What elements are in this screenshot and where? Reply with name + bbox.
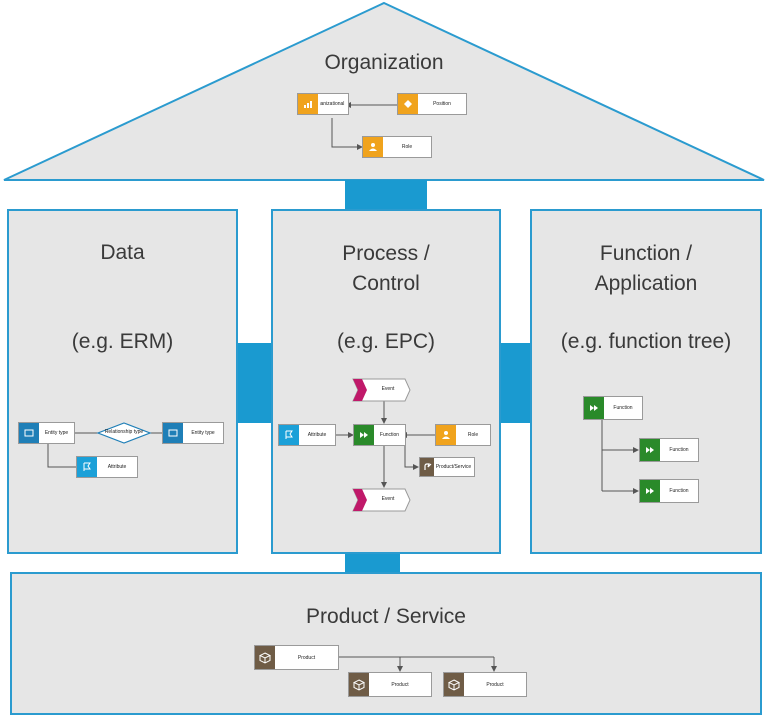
product-child-icon-2 <box>444 673 464 696</box>
data-attribute-label: Attribute <box>107 464 127 470</box>
function-child-icon-2 <box>640 480 660 502</box>
function-root-node[interactable]: Function <box>583 396 643 420</box>
entity-icon-2 <box>163 423 183 443</box>
process-role-node[interactable]: Role <box>435 424 491 446</box>
event-function-arrow <box>381 418 387 424</box>
process-subtitle: (e.g. EPC) <box>336 330 436 353</box>
connector-process-function <box>500 343 532 423</box>
function-event-arrow <box>381 482 387 488</box>
process-title-line2: Control <box>352 272 420 295</box>
process-product-node[interactable]: Product/Service <box>419 457 475 477</box>
product-child-label-1: Product <box>391 681 409 688</box>
function-child-label-1: Function <box>669 447 689 453</box>
connector-process-product <box>345 553 400 573</box>
product-arrow-1 <box>397 666 403 672</box>
product-child-node-2[interactable]: Product <box>443 672 527 697</box>
function-root-icon <box>584 397 604 419</box>
org-role-node[interactable]: Role <box>362 136 432 158</box>
org-arrowhead-role <box>357 144 363 150</box>
entity-icon-1 <box>19 423 39 443</box>
process-title-line1: Process / <box>342 242 430 265</box>
function-product-line <box>404 442 416 468</box>
process-function-icon <box>354 425 374 445</box>
function-root-label: Function <box>613 405 633 411</box>
event-icon-top <box>353 379 367 401</box>
org-unit-node[interactable]: Organizational unit <box>297 93 349 115</box>
position-node[interactable]: Position <box>397 93 467 115</box>
organization-title: Organization <box>324 51 444 74</box>
position-icon <box>398 94 418 114</box>
process-function-label: Function <box>379 432 400 438</box>
process-product-label: Product/Service <box>435 464 472 470</box>
product-root-label: Product <box>297 654 316 661</box>
product-title: Product / Service <box>306 605 466 628</box>
entity-type-node-2[interactable]: Entity type <box>162 422 224 444</box>
relationship-diamond <box>96 422 152 444</box>
entity-attribute-line <box>47 444 76 468</box>
connector-data-process <box>237 343 272 423</box>
process-attribute-node[interactable]: Attribute <box>278 424 336 446</box>
data-title: Data <box>100 241 145 264</box>
process-role-label: Role <box>467 432 479 438</box>
product-child-label-2: Product <box>486 681 504 688</box>
entity-label-2: Entity type <box>191 430 215 436</box>
data-attribute-node[interactable]: Attribute <box>76 456 138 478</box>
data-attribute-icon <box>77 457 97 477</box>
product-child-icon-1 <box>349 673 369 696</box>
connector-roof-process <box>345 180 427 210</box>
process-role-icon <box>436 425 456 445</box>
data-subtitle: (e.g. ERM) <box>71 330 174 353</box>
product-child-node-1[interactable]: Product <box>348 672 432 697</box>
org-unit-label: Organizational unit <box>320 101 346 107</box>
attribute-function-arrow <box>348 432 354 438</box>
product-root-icon <box>255 646 275 669</box>
position-label: Position <box>433 101 451 107</box>
process-attribute-icon <box>279 425 299 445</box>
tree-arrow-2 <box>633 488 639 494</box>
tree-arrow-1 <box>633 447 639 453</box>
process-attribute-label: Attribute <box>307 432 327 438</box>
function-child-node-2[interactable]: Function <box>639 479 699 503</box>
process-product-icon <box>420 458 434 476</box>
event-bottom-label: Event <box>381 496 395 502</box>
org-connector-role <box>331 118 360 148</box>
entity-type-node-1[interactable]: Entity type <box>18 422 75 444</box>
function-child-node-1[interactable]: Function <box>639 438 699 462</box>
event-top-label: Event <box>381 386 395 392</box>
function-subtitle: (e.g. function tree) <box>560 330 732 353</box>
org-role-icon <box>363 137 383 157</box>
data-panel <box>7 209 238 554</box>
product-arrow-2 <box>491 666 497 672</box>
org-unit-icon <box>298 94 318 114</box>
function-product-arrow <box>413 464 419 470</box>
product-root-node[interactable]: Product <box>254 645 339 670</box>
process-function-node[interactable]: Function <box>353 424 406 446</box>
function-title-line2: Application <box>594 272 698 295</box>
entity-label-1: Entity type <box>44 430 69 436</box>
event-icon-bottom <box>353 489 367 511</box>
relationship-label: Relationship type <box>104 429 144 435</box>
function-child-label-2: Function <box>669 488 689 494</box>
org-role-label: Role <box>401 144 413 150</box>
function-child-icon-1 <box>640 439 660 461</box>
function-title-line1: Function / <box>599 242 693 265</box>
